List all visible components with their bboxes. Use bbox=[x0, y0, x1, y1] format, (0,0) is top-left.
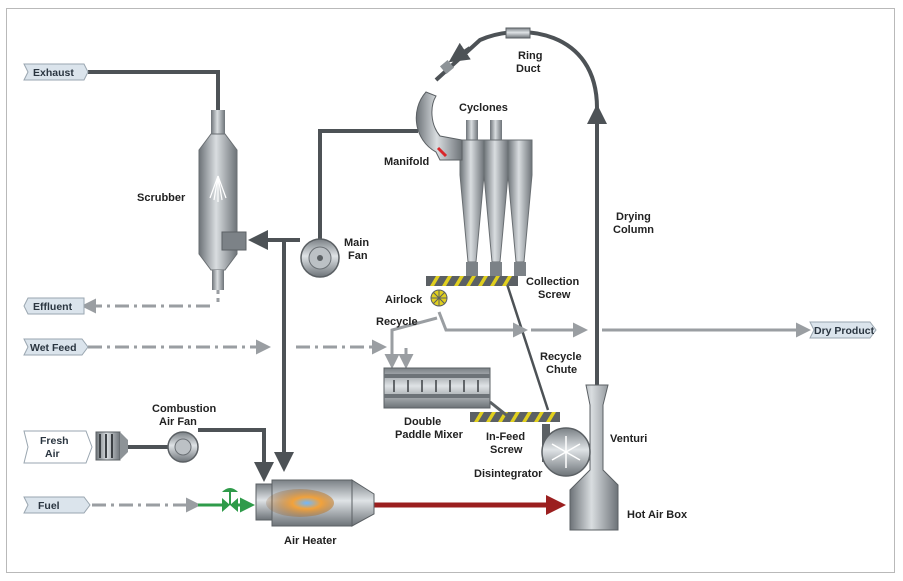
label-double-paddle-mixer: Double bbox=[404, 416, 441, 428]
svg-text:Fuel: Fuel bbox=[38, 500, 60, 512]
label-in-feed-screw: In-Feed bbox=[486, 431, 525, 443]
collection-screw bbox=[426, 276, 518, 286]
svg-text:Dry Product: Dry Product bbox=[814, 325, 875, 337]
rotor-icon bbox=[551, 436, 581, 468]
svg-text:Effluent: Effluent bbox=[33, 301, 73, 313]
tag-fresh-air: Fresh Air bbox=[23, 430, 93, 464]
tag-exhaust: Exhaust bbox=[23, 63, 89, 81]
label-combustion-air-fan: Combustion bbox=[152, 403, 216, 415]
svg-text:Air: Air bbox=[45, 448, 60, 460]
diagram-frame bbox=[6, 8, 895, 573]
flame-icon bbox=[266, 489, 334, 517]
svg-text:Paddle Mixer: Paddle Mixer bbox=[395, 429, 464, 441]
main-fan bbox=[300, 238, 340, 278]
air-heater bbox=[255, 479, 375, 527]
label-recycle: Recycle bbox=[376, 316, 418, 328]
svg-text:Screw: Screw bbox=[538, 289, 571, 301]
product-split-flow bbox=[437, 311, 528, 338]
airlock bbox=[430, 289, 448, 307]
svg-text:Chute: Chute bbox=[546, 364, 577, 376]
scrubber bbox=[198, 110, 247, 290]
gas-pipes bbox=[88, 29, 599, 482]
ring-duct-flange bbox=[505, 27, 531, 39]
in-feed-screw bbox=[470, 412, 560, 422]
cyclones bbox=[459, 120, 533, 276]
label-manifold: Manifold bbox=[384, 156, 429, 168]
svg-text:Column: Column bbox=[613, 224, 654, 236]
ring-duct-arrow bbox=[448, 42, 472, 63]
svg-text:Exhaust: Exhaust bbox=[33, 67, 74, 79]
tag-fuel: Fuel bbox=[23, 496, 91, 514]
svg-text:Wet Feed: Wet Feed bbox=[30, 342, 76, 354]
svg-text:Duct: Duct bbox=[516, 63, 541, 75]
tag-wet-feed: Wet Feed bbox=[23, 338, 89, 356]
manifold bbox=[415, 91, 463, 161]
recycle-chute-pipe bbox=[505, 283, 550, 411]
svg-text:Fresh: Fresh bbox=[40, 435, 69, 447]
svg-text:Screw: Screw bbox=[490, 444, 523, 456]
recycle-flow bbox=[384, 316, 438, 369]
svg-text:Air Fan: Air Fan bbox=[159, 416, 197, 428]
equipment-labels: Ring Duct Cyclones Manifold Scrubber Mai… bbox=[137, 50, 688, 547]
tag-effluent: Effluent bbox=[23, 297, 85, 315]
manifold-to-fan-pipe bbox=[318, 129, 418, 240]
label-air-heater: Air Heater bbox=[284, 535, 337, 547]
label-ring-duct: Ring bbox=[518, 50, 542, 62]
label-collection-screw: Collection bbox=[526, 276, 579, 288]
svg-text:Fan: Fan bbox=[348, 250, 368, 262]
disintegrator bbox=[541, 424, 591, 477]
combustion-air-fan bbox=[95, 431, 199, 463]
stream-tags: Exhaust Effluent Wet Feed Fresh Air Fuel… bbox=[23, 63, 877, 514]
label-airlock: Airlock bbox=[385, 294, 423, 306]
label-hot-air-box: Hot Air Box bbox=[627, 509, 688, 521]
double-paddle-mixer bbox=[383, 367, 511, 420]
label-drying-column: Drying bbox=[616, 211, 651, 223]
label-scrubber: Scrubber bbox=[137, 192, 186, 204]
tag-dry-product: Dry Product bbox=[809, 321, 877, 339]
spray-nozzle-icon bbox=[209, 175, 227, 202]
label-venturi: Venturi bbox=[610, 433, 647, 445]
fuel-valve-icon bbox=[222, 488, 238, 512]
ring-duct-inlet bbox=[439, 59, 455, 75]
exhaust-pipe bbox=[88, 70, 220, 112]
combustion-air-pipe bbox=[198, 428, 274, 482]
label-main-fan: Main bbox=[344, 237, 369, 249]
ring-duct-pipe bbox=[434, 29, 599, 388]
label-disintegrator: Disintegrator bbox=[474, 468, 543, 480]
material-flows bbox=[81, 290, 811, 513]
label-cyclones: Cyclones bbox=[459, 102, 508, 114]
label-recycle-chute: Recycle bbox=[540, 351, 582, 363]
